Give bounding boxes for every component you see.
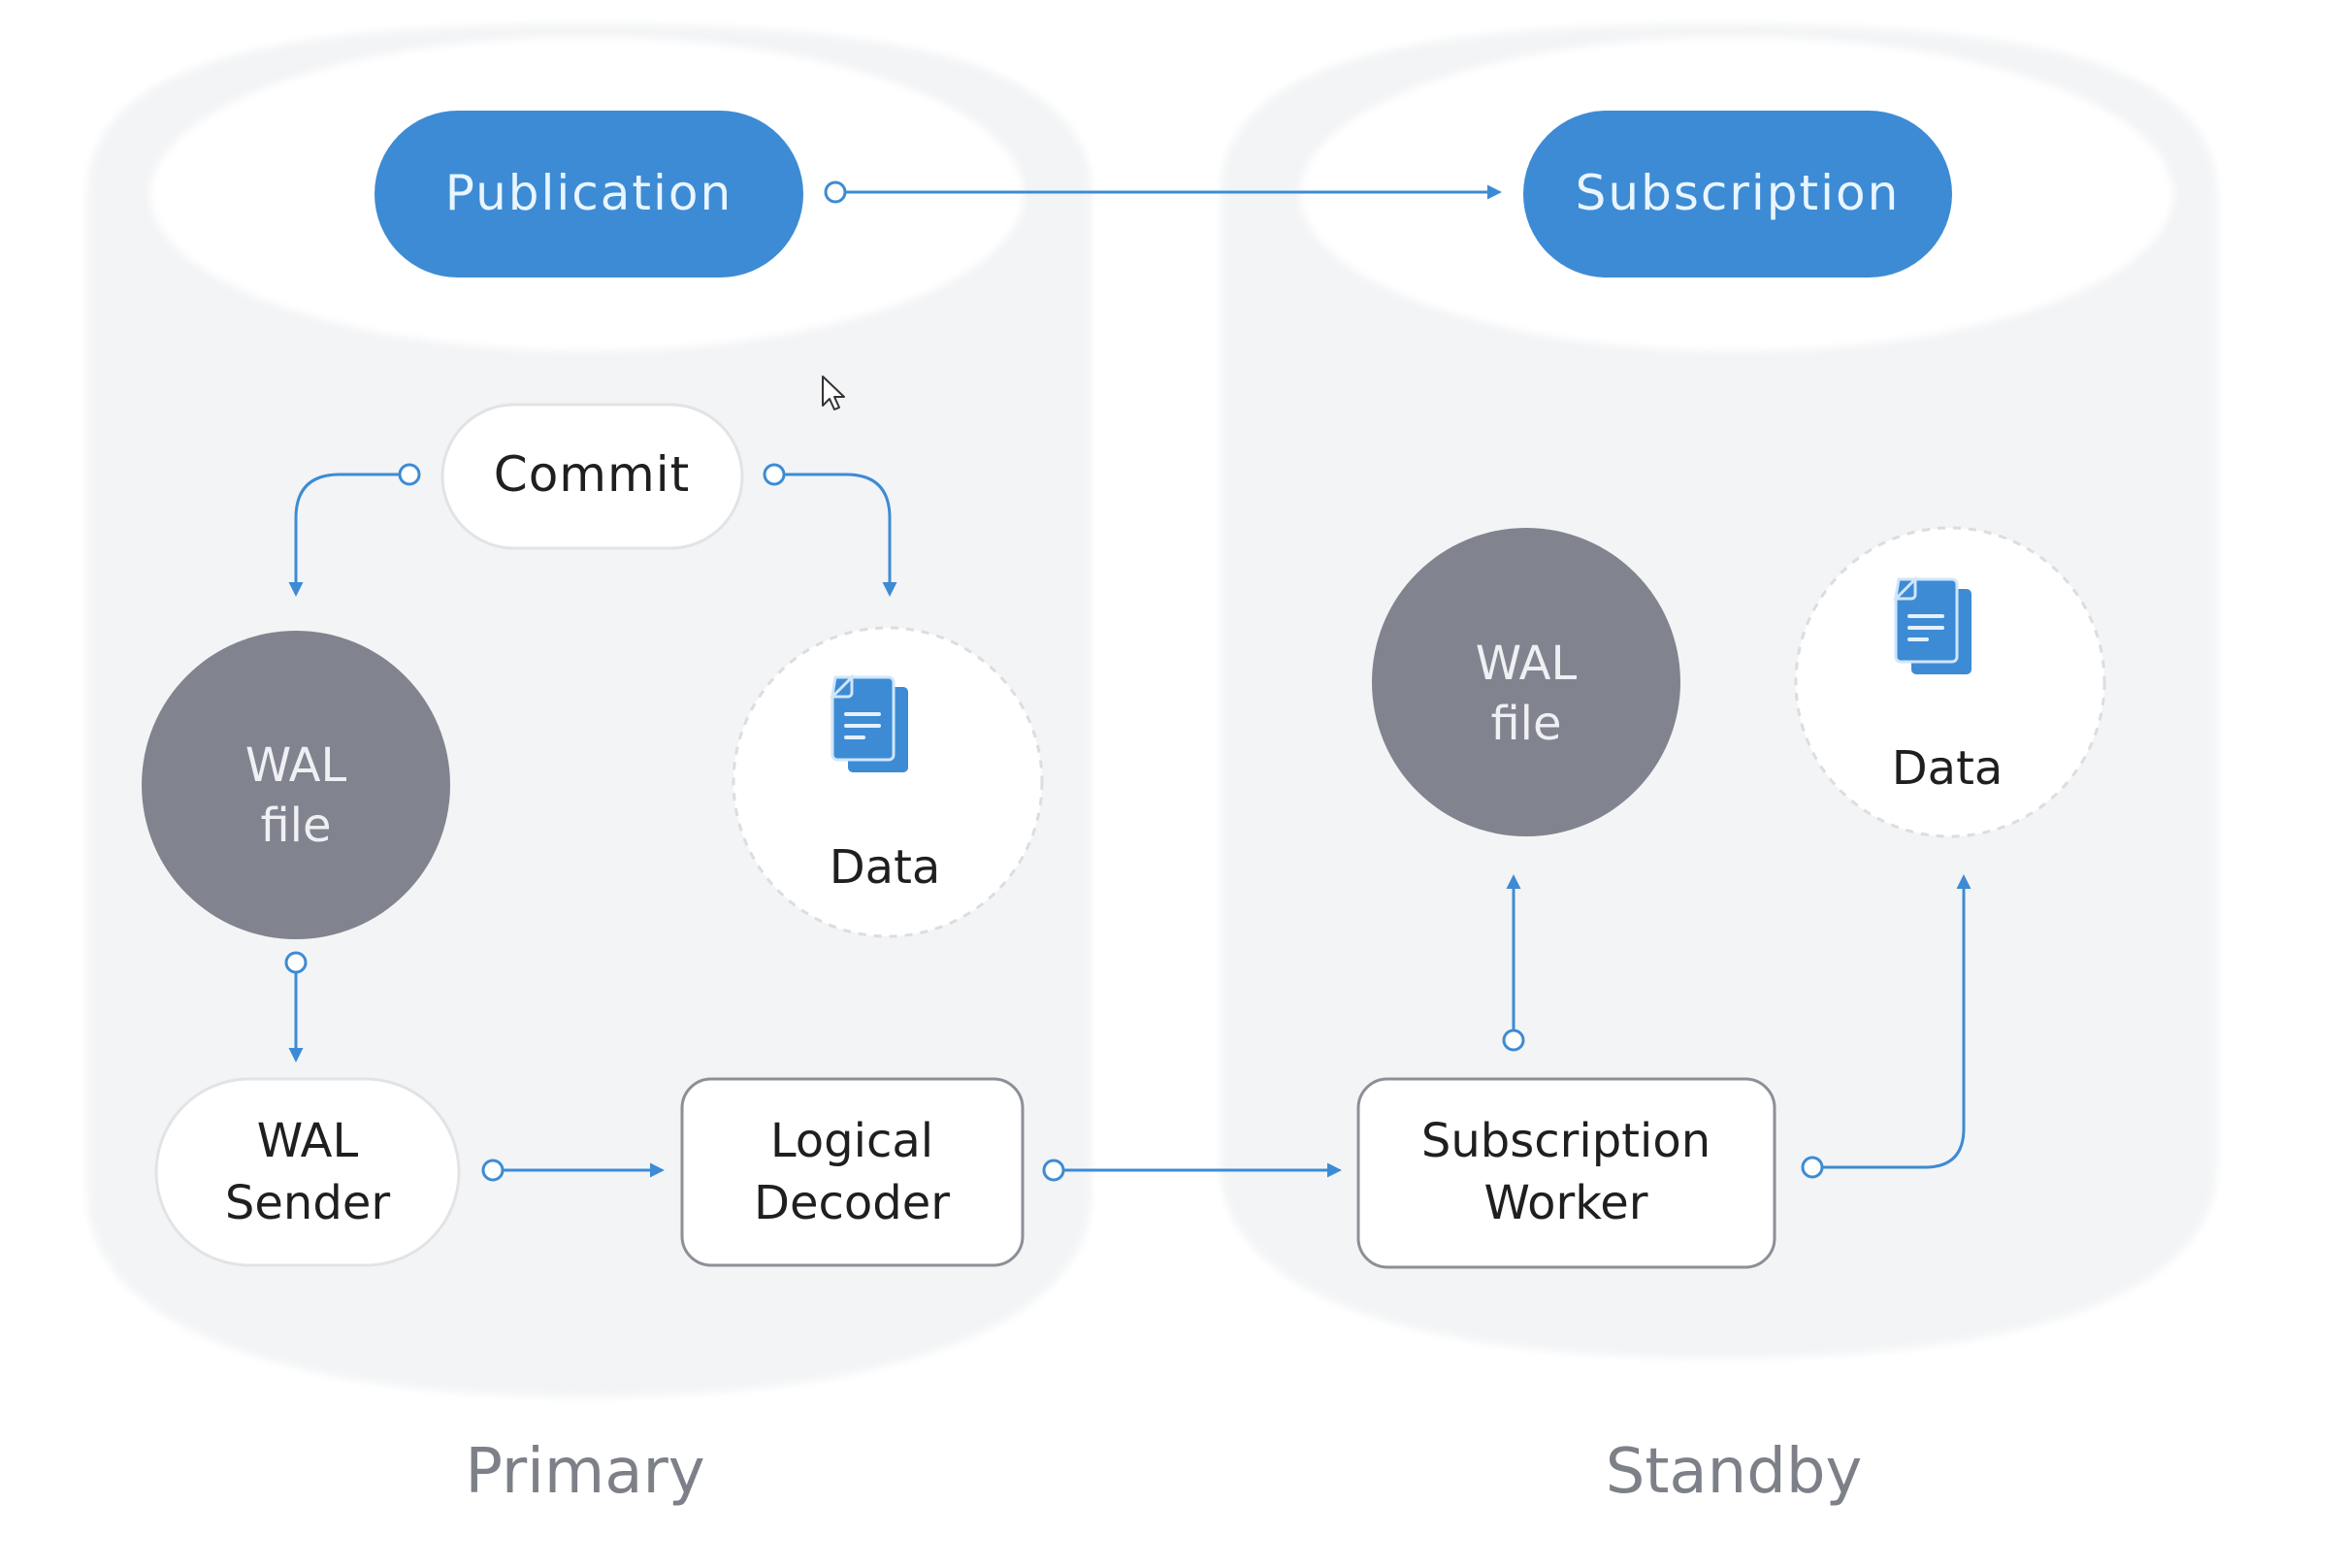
data-label: Data <box>830 840 941 895</box>
primary-label: Primary <box>465 1436 704 1508</box>
logical-decoder-node[interactable]: Logical Decoder <box>680 1077 1025 1267</box>
logical-decoder-label-line2: Decoder <box>754 1176 950 1230</box>
commit-label: Commit <box>494 446 690 503</box>
mouse-pointer-icon <box>822 376 845 410</box>
wal-sender-node[interactable]: WAL Sender <box>154 1077 461 1267</box>
edge-subscription-worker-to-data <box>1801 874 1971 1179</box>
document-stack-icon <box>1894 577 1973 676</box>
wal-file-label-line2: file <box>1490 697 1561 751</box>
data-node-primary[interactable]: Data <box>732 626 1044 938</box>
wal-file-node-standby[interactable]: WAL file <box>1372 528 1680 836</box>
data-node-standby[interactable]: Data <box>1794 526 2106 838</box>
edge-wal-sender-to-logical-decoder <box>481 1159 665 1182</box>
subscription-label: Subscription <box>1576 165 1901 221</box>
edge-subscription-worker-to-wal-file <box>1502 874 1525 1052</box>
wal-file-label-line1: WAL <box>245 738 347 793</box>
logical-decoder-label-line1: Logical <box>770 1114 933 1168</box>
wal-file-label-line2: file <box>260 799 331 853</box>
subscription-worker-label-line1: Subscription <box>1421 1114 1711 1168</box>
publication-label: Publication <box>445 165 733 221</box>
document-stack-icon <box>831 675 910 774</box>
edge-commit-to-wal-file <box>288 463 421 597</box>
commit-node[interactable]: Commit <box>440 403 744 550</box>
edge-logical-decoder-to-subscription-worker <box>1042 1159 1342 1182</box>
edge-commit-to-data <box>763 463 897 597</box>
data-label: Data <box>1892 741 2004 796</box>
subscription-worker-label-line2: Worker <box>1483 1176 1647 1230</box>
wal-sender-label-line2: Sender <box>225 1176 390 1230</box>
wal-sender-label-line1: WAL <box>257 1114 359 1168</box>
publication-node[interactable]: Publication <box>375 111 803 278</box>
edge-wal-file-to-wal-sender <box>284 951 308 1062</box>
subscription-node[interactable]: Subscription <box>1523 111 1952 278</box>
subscription-worker-node[interactable]: Subscription Worker <box>1356 1077 1776 1269</box>
wal-file-node-primary[interactable]: WAL file <box>142 631 450 939</box>
wal-file-label-line1: WAL <box>1476 637 1578 691</box>
edge-publication-to-subscription <box>824 180 1502 204</box>
standby-label: Standby <box>1606 1436 1863 1508</box>
